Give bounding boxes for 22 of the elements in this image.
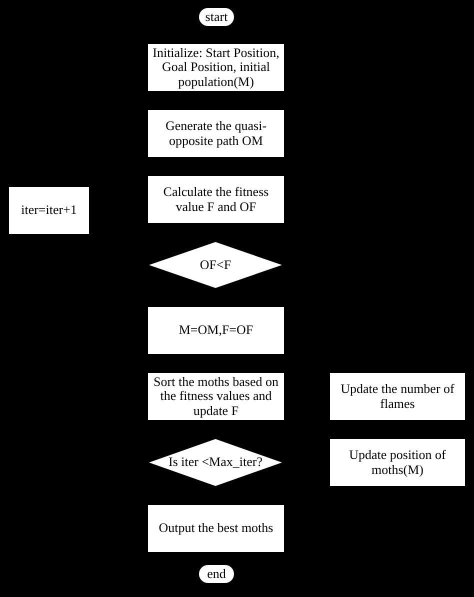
node-label: Initialize: Start Position, Goal Position, initial population(M): [152, 46, 280, 89]
node-label: start: [205, 10, 228, 24]
node-label: Is iter <Max_iter?: [168, 455, 262, 470]
process-box: [148, 307, 284, 354]
node-label: end: [207, 566, 226, 582]
process-box: [9, 187, 89, 234]
process-box: [330, 373, 465, 420]
node-label: Update position of moths(M): [348, 448, 447, 477]
terminal-pill: [199, 8, 234, 26]
process-box: [330, 439, 465, 486]
node-label: M=OM,F=OF: [178, 323, 254, 338]
node-label: iter=iter+1: [21, 203, 77, 218]
terminal-pill: [199, 565, 234, 583]
node-label: Update the number of flames: [340, 382, 456, 411]
node-label: Generate the quasi-opposite path OM: [164, 119, 268, 148]
process-box: [148, 505, 284, 552]
process-box: [148, 176, 284, 223]
node-label: Output the best moths: [158, 521, 274, 536]
node-label: OF<F: [200, 258, 232, 272]
process-box: [148, 110, 284, 157]
node-label: Sort the moths based on the fitness values and update F: [152, 375, 280, 418]
node-label: Calculate the fitness value F and OF: [162, 185, 270, 214]
